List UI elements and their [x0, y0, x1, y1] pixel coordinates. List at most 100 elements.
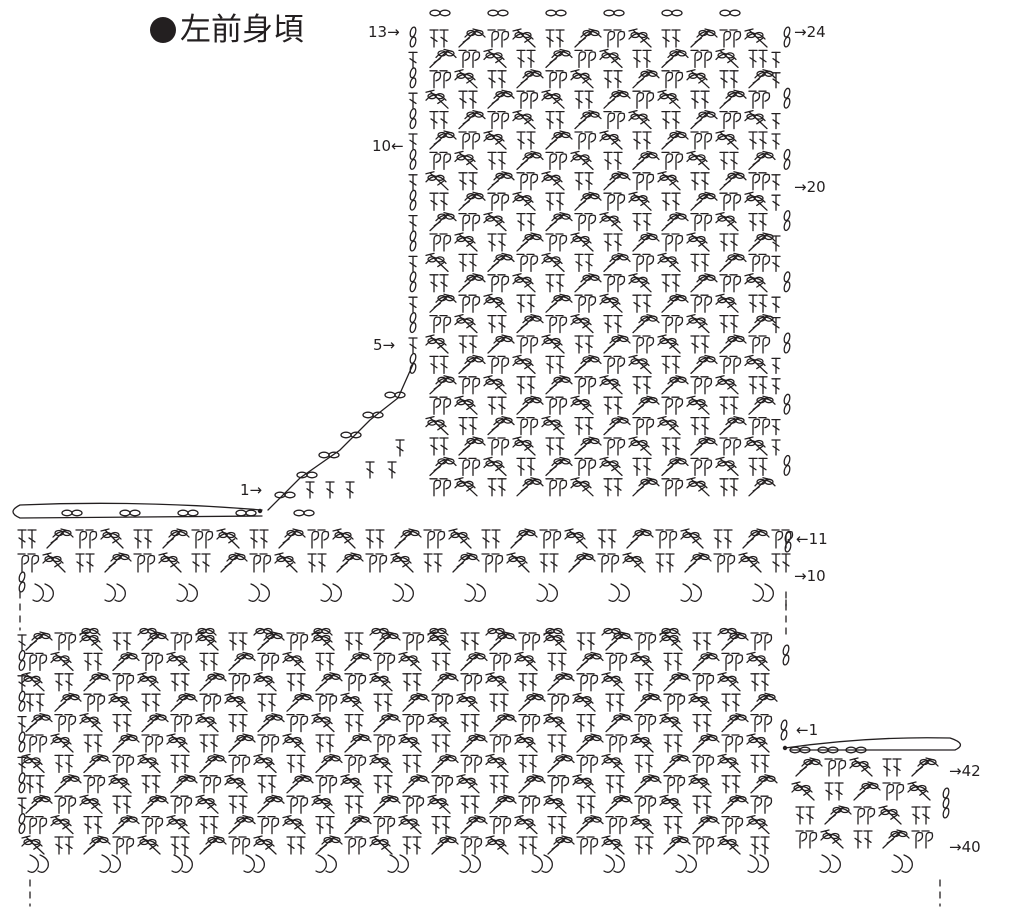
chain-arc — [570, 154, 592, 163]
post-stitch — [584, 212, 597, 232]
dc-stitch — [441, 734, 451, 753]
post-stitch — [344, 754, 357, 774]
post-stitch — [354, 754, 367, 774]
dc-stitch — [661, 29, 671, 48]
post-stitch — [489, 815, 502, 835]
chain-arc — [147, 796, 169, 804]
post-stitch — [499, 652, 512, 672]
dc-stitch — [663, 815, 673, 835]
row-label-1-lower: ←1 — [796, 721, 819, 739]
dc-stitch — [439, 192, 449, 211]
lower-chart — [17, 627, 962, 873]
chain-pair — [817, 746, 839, 754]
post-stitch — [528, 795, 541, 814]
dc-stitch — [487, 233, 497, 252]
chain-arc — [632, 529, 654, 538]
dc-stitch — [112, 713, 122, 733]
foundation-loop — [27, 854, 39, 873]
post-stitch — [487, 355, 500, 375]
dc-stitch — [93, 652, 103, 672]
dc-stitch — [402, 754, 412, 774]
chain-arc — [483, 52, 505, 61]
chain-arc — [609, 417, 631, 426]
dc-stitch — [402, 673, 412, 692]
dc-stitch — [834, 782, 844, 801]
dc-stitch — [354, 632, 364, 651]
post-stitch — [470, 836, 483, 855]
dc-stitch — [35, 693, 45, 712]
post-stitch — [151, 652, 164, 672]
post-stitch — [180, 795, 193, 814]
chain-arc — [754, 315, 776, 324]
chain-arc — [640, 694, 662, 702]
dc-stitch — [549, 553, 559, 573]
chain-arc — [657, 174, 679, 183]
post-stitch — [516, 253, 529, 273]
chain-arc — [667, 295, 689, 303]
dc-stitch — [771, 133, 781, 150]
dc-stitch — [690, 253, 700, 273]
post-stitch — [555, 151, 568, 171]
dc-stitch — [17, 675, 27, 692]
dc-stitch — [526, 49, 536, 69]
post-stitch — [487, 274, 500, 293]
dc-stitch — [719, 314, 729, 334]
dc-stitch — [576, 632, 586, 651]
chain-pair — [318, 451, 340, 459]
dc-stitch — [555, 437, 565, 456]
dc-stitch — [516, 457, 526, 477]
post-stitch — [723, 553, 736, 573]
chain-arc — [292, 775, 314, 784]
foundation-loop — [397, 854, 409, 873]
chain-arc — [659, 634, 681, 643]
dc-stitch — [586, 713, 596, 733]
dc-stitch — [345, 481, 355, 499]
post-stitch — [921, 830, 934, 849]
post-stitch — [27, 553, 40, 573]
dc-stitch — [634, 673, 644, 692]
dc-stitch — [408, 133, 418, 150]
post-stitch — [574, 49, 587, 69]
chain-arc — [686, 154, 708, 163]
post-stitch — [402, 713, 415, 733]
post-stitch — [603, 274, 616, 293]
chain-arc — [464, 29, 486, 38]
post-stitch — [574, 457, 587, 477]
post-stitch — [642, 416, 655, 436]
chain-arc — [657, 337, 679, 346]
chain-arc — [738, 555, 760, 564]
dc-stitch — [487, 151, 497, 171]
dc-stitch — [122, 795, 132, 814]
post-stitch — [133, 553, 146, 573]
chain-arc — [205, 673, 227, 682]
dc-stitch — [458, 335, 468, 354]
post-stitch — [516, 172, 529, 191]
turning-chain — [409, 271, 417, 293]
post-stitch — [729, 110, 742, 130]
post-stitch — [661, 70, 674, 89]
post-stitch — [489, 652, 502, 672]
post-stitch — [557, 693, 570, 712]
dc-stitch — [634, 836, 644, 855]
post-stitch — [729, 355, 742, 375]
dc-stitch — [758, 212, 768, 232]
dc-stitch — [721, 693, 731, 712]
chain-pair — [487, 9, 509, 17]
dc-stitch — [25, 775, 35, 794]
chain-arc — [435, 376, 457, 385]
chain-arc — [253, 838, 275, 847]
chain-arc — [696, 29, 718, 38]
chain-arc — [456, 696, 478, 704]
dc-stitch — [661, 274, 671, 293]
chain-arc — [454, 399, 476, 407]
chain-arc — [572, 696, 594, 704]
dc-stitch — [731, 693, 741, 712]
chain-arc — [512, 195, 534, 203]
chain-arc — [715, 297, 737, 305]
chain-arc — [754, 397, 776, 405]
dc-stitch — [199, 734, 209, 753]
dc-stitch — [441, 815, 451, 835]
chain-arc — [744, 195, 766, 203]
dc-stitch — [489, 775, 499, 794]
chain-arc — [390, 555, 412, 564]
